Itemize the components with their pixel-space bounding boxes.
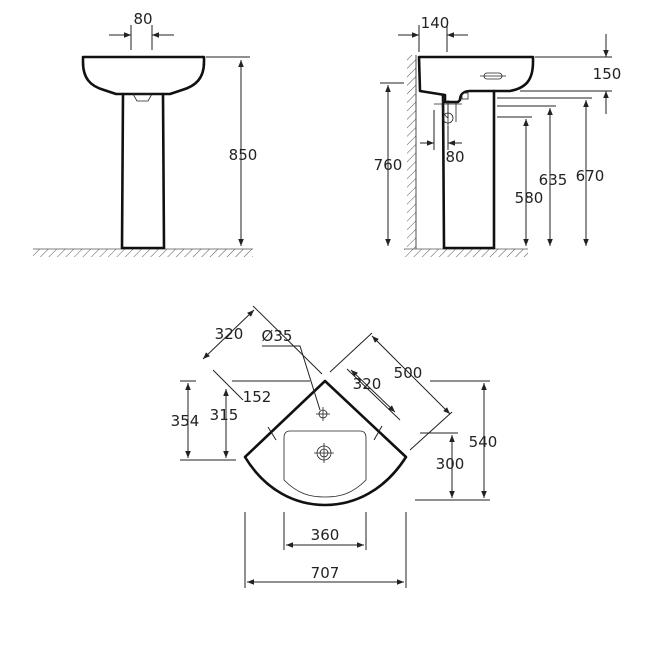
plan-dim-depth-540: 540	[469, 433, 498, 451]
plan-dim-overall-width: 707	[311, 564, 340, 582]
plan-inner-bowl	[283, 430, 367, 498]
plan-dim-depth-354: 354	[171, 412, 200, 430]
plan-dim-wall-right: 320	[353, 375, 382, 393]
front-basin	[81, 55, 206, 96]
front-dim-tap-spacing: 80	[133, 10, 152, 28]
plan-basin-outline	[243, 379, 408, 507]
side-dim-top-height: 760	[374, 156, 403, 174]
front-ground-hatch	[33, 249, 253, 257]
side-pedestal	[441, 89, 496, 250]
side-basin	[417, 55, 535, 104]
front-view: 80 850	[33, 10, 257, 257]
plan-dim-tap-offset: 152	[243, 388, 272, 406]
side-dim-basin-depth: 150	[593, 65, 622, 83]
side-dim-trap-670: 670	[576, 167, 605, 185]
side-dim-trap-580: 580	[515, 189, 544, 207]
side-ground-hatch	[404, 249, 528, 257]
plan-diameter-leader	[262, 345, 321, 411]
plan-dim-tap-diameter: Ø35	[262, 327, 293, 345]
plan-dim-depth-300: 300	[436, 455, 465, 473]
front-pedestal	[120, 92, 166, 250]
side-wall-hatch	[407, 55, 416, 249]
front-dim-overall-height: 850	[229, 146, 258, 164]
plan-view: Ø35 320 320 500 152 354 315 540 300	[171, 305, 498, 588]
side-dim-trap-635: 635	[539, 171, 568, 189]
plan-dim-depth-315: 315	[210, 406, 239, 424]
side-dim-wall-to-tap: 140	[421, 14, 450, 32]
plan-dim-wall-left: 320	[215, 325, 244, 343]
side-view: 140 150 760 80 580 635 670	[374, 14, 622, 257]
plan-dim-corner-width: 500	[394, 364, 423, 382]
plan-dim-bowl-width: 360	[311, 526, 340, 544]
front-waste-outlet	[132, 93, 153, 102]
side-dim-waste-offset: 80	[445, 148, 464, 166]
